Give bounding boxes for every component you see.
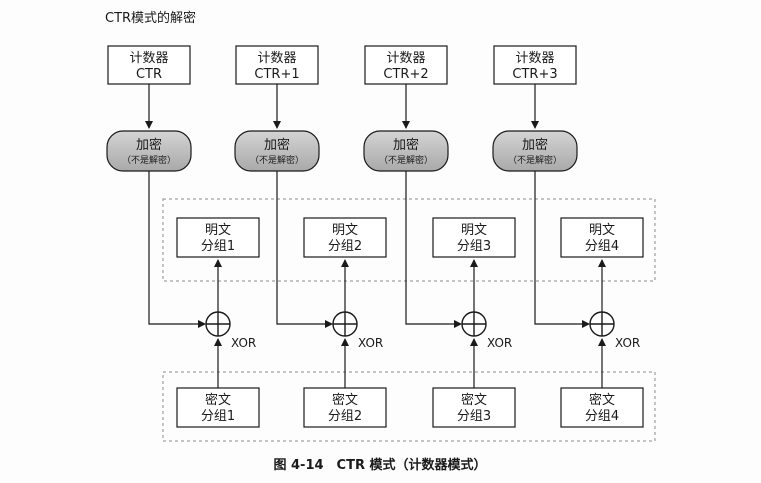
plaintext-box-3 — [432, 217, 516, 258]
counter-label-3: 计数器 — [386, 51, 425, 66]
xor-label-3: XOR — [487, 336, 512, 350]
encrypt-label-2: 加密 — [264, 137, 290, 153]
counter-value-3: CTR+2 — [383, 67, 428, 82]
counter-box-2 — [235, 45, 319, 85]
ciphertext-label-4: 密文 — [589, 392, 615, 408]
xor-label-2: XOR — [358, 336, 383, 350]
counter-label-1: 计数器 — [129, 51, 168, 66]
plaintext-label-2: 明文 — [332, 223, 358, 238]
encrypt-label-1: 加密 — [136, 137, 162, 153]
plaintext-group-3: 分组3 — [457, 239, 491, 254]
ciphertext-group-4: 分组4 — [585, 409, 619, 424]
encrypt-note-2: （不是解密） — [250, 154, 304, 166]
plaintext-box-2 — [303, 217, 387, 258]
ciphertext-group-3: 分组3 — [457, 409, 491, 424]
counter-value-2: CTR+1 — [254, 67, 299, 82]
plaintext-label-1: 明文 — [205, 223, 231, 238]
encrypt-label-4: 加密 — [522, 137, 548, 153]
arrow-keystream-to-xor-2 — [276, 171, 333, 328]
plaintext-label-3: 明文 — [461, 223, 487, 238]
plaintext-group-4: 分组4 — [585, 239, 619, 254]
ciphertext-group-region — [162, 371, 656, 442]
counter-label-4: 计数器 — [515, 51, 554, 66]
xor-label-4: XOR — [615, 336, 640, 350]
plaintext-box-1 — [176, 217, 260, 258]
counter-box-1 — [107, 45, 191, 85]
ciphertext-group-1: 分组1 — [201, 409, 235, 424]
plaintext-group-2: 分组2 — [328, 239, 362, 254]
encrypt-note-1: （不是解密） — [122, 154, 176, 166]
plaintext-label-4: 明文 — [589, 223, 615, 238]
ciphertext-label-3: 密文 — [461, 392, 487, 408]
counter-box-4 — [493, 45, 577, 85]
plaintext-group-1: 分组1 — [201, 239, 235, 254]
ciphertext-box-3 — [432, 387, 516, 428]
arrow-keystream-to-xor-3 — [405, 171, 462, 328]
ciphertext-box-4 — [560, 387, 644, 428]
counter-value-1: CTR — [136, 67, 162, 82]
plaintext-box-4 — [560, 217, 644, 258]
plaintext-group-region — [162, 198, 656, 282]
xor-label-1: XOR — [231, 336, 256, 350]
ciphertext-box-2 — [303, 387, 387, 428]
counter-value-4: CTR+3 — [512, 67, 557, 82]
ciphertext-label-1: 密文 — [205, 392, 231, 408]
arrow-keystream-to-xor-1 — [148, 171, 206, 328]
figure-caption: 图 4-14 CTR 模式（计数器模式） — [273, 457, 486, 473]
diagram-title: CTR模式的解密 — [105, 10, 196, 26]
arrow-keystream-to-xor-4 — [534, 171, 590, 328]
ciphertext-box-1 — [176, 387, 260, 428]
ciphertext-group-2: 分组2 — [328, 409, 362, 424]
ciphertext-label-2: 密文 — [332, 392, 358, 408]
encrypt-note-4: （不是解密） — [508, 154, 562, 166]
counter-label-2: 计数器 — [257, 51, 296, 66]
encrypt-note-3: （不是解密） — [379, 154, 433, 166]
encrypt-label-3: 加密 — [393, 137, 419, 153]
counter-box-3 — [364, 45, 448, 85]
